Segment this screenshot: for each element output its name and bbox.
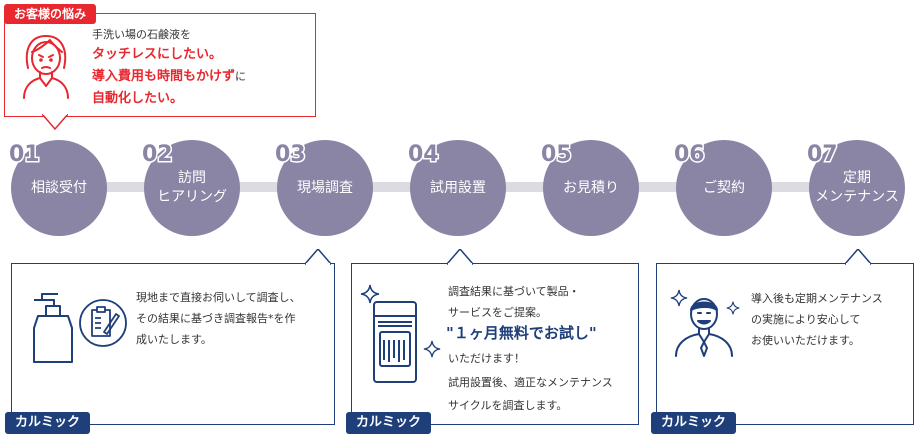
happy-man-icon (675, 298, 733, 357)
step-label-2: メンテナンス (815, 189, 899, 205)
step-label: 現場調査 (297, 179, 353, 196)
step-number-03: 03 (274, 141, 308, 169)
card-line-2: サービスをご提案。 (448, 306, 547, 319)
concern-line-2: タッチレスにしたい。 (92, 47, 223, 62)
card-line-4: 試用設置後、適正なメンテナンス (448, 376, 613, 389)
step-label: お見積り (563, 179, 619, 196)
step-circle-01: 相談受付 (11, 140, 107, 236)
card-line-5: サイクルを調査します。 (448, 399, 568, 412)
sparkle-icon (670, 289, 688, 307)
card-line-2: の実施により安心して (751, 313, 861, 326)
step-label: 定期 (843, 170, 871, 186)
card-chip: カルミック (346, 412, 432, 434)
worried-woman-icon (23, 35, 69, 99)
step-number-07: 07 (806, 141, 840, 169)
step-circle-02: 訪問 ヒアリング (144, 140, 240, 236)
step-label: 相談受付 (31, 179, 87, 196)
concern-box-pointer (42, 114, 68, 130)
card-chip: カルミック (5, 412, 91, 434)
sparkle-icon (423, 340, 441, 358)
step-number-02: 02 (141, 141, 175, 169)
soap-bottle-icon (33, 293, 73, 363)
step-circle-04: 試用設置 (410, 140, 506, 236)
step-circle-05: お見積り (543, 140, 639, 236)
step-number-06: 06 (673, 141, 707, 169)
card-line-1: 導入後も定期メンテナンス (751, 292, 883, 305)
concern-chip: お客様の悩み (4, 4, 97, 24)
card-line-3: お使いいただけます。 (751, 334, 860, 347)
step-circle-07: 定期 メンテナンス (809, 140, 905, 236)
step-label: 訪問 (178, 170, 206, 186)
card-chip: カルミック (651, 412, 737, 434)
concern-line-4: 自動化したい。 (92, 91, 184, 106)
card-pointer (305, 249, 331, 265)
step-label: ご契約 (703, 179, 745, 196)
concern-line-3-tail: に (235, 70, 247, 83)
concern-box (4, 13, 316, 117)
step-label: 試用設置 (430, 179, 486, 196)
dispenser-unit-icon (373, 301, 417, 383)
card-site-survey (11, 263, 335, 425)
report-clipboard-icon (79, 299, 127, 347)
sparkle-icon (360, 284, 380, 304)
step-circle-06: ご契約 (676, 140, 772, 236)
card-line-2: その結果に基づき調査報告*を作 (136, 312, 296, 325)
card-line-3: 成いたします。 (136, 333, 212, 346)
card-line-3: いただけます！ (448, 352, 525, 365)
step-number-05: 05 (540, 141, 574, 169)
sparkle-icon (726, 301, 740, 315)
card-maintenance (656, 263, 914, 425)
step-label-2: ヒアリング (157, 189, 227, 205)
step-number-01: 01 (8, 141, 42, 169)
concern-line-3-emphasis: 導入費用も時間もかけず (92, 69, 236, 84)
card-line-1: 現地まで直接お伺いして調査し、 (136, 291, 301, 304)
step-number-04: 04 (407, 141, 441, 169)
step-circle-03: 現場調査 (277, 140, 373, 236)
concern-line-1: 手洗い場の石鹸液を (92, 28, 191, 41)
card-highlight: "１ヶ月無料でお試し" (446, 324, 597, 342)
concern-line-3: 導入費用も時間もかけずに (92, 66, 246, 87)
card-line-1: 調査結果に基づいて製品・ (448, 285, 580, 298)
card-pointer (845, 249, 871, 265)
card-pointer (447, 249, 473, 265)
